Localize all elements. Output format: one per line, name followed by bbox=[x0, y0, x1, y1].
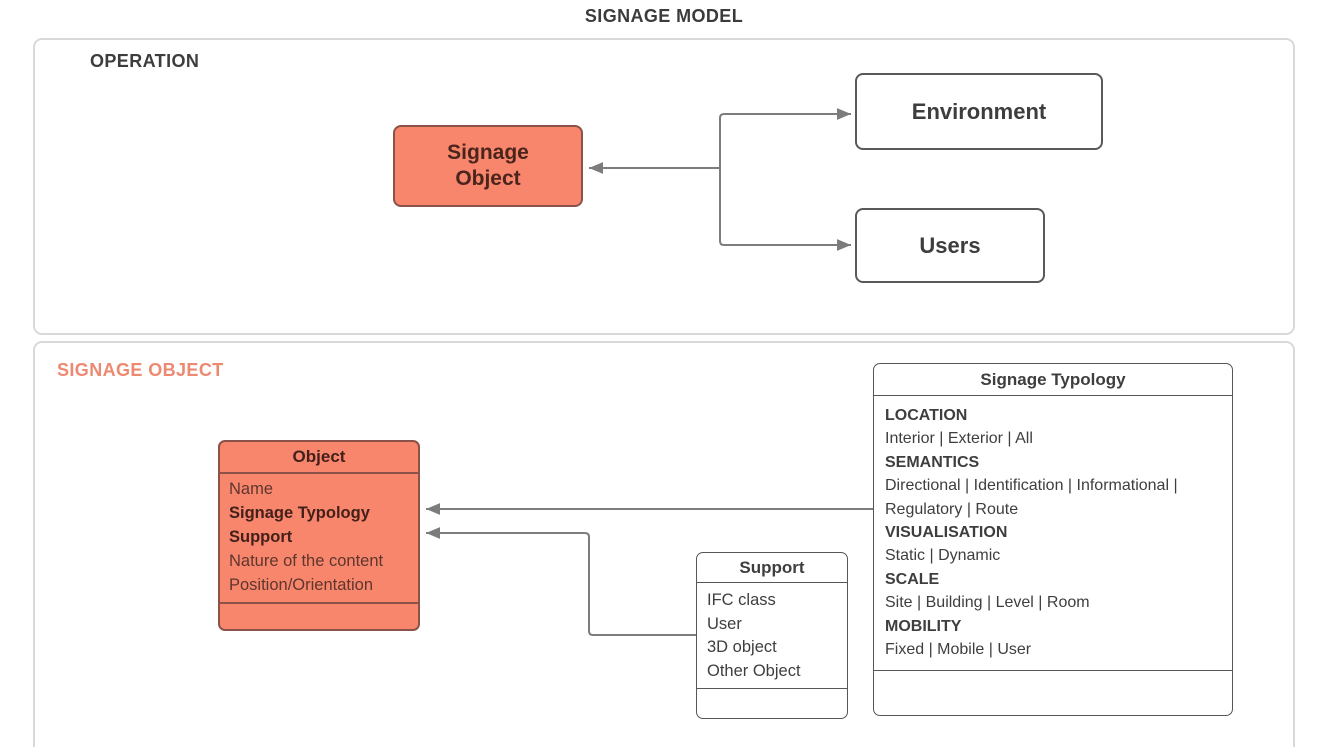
object-class-title: Object bbox=[220, 442, 418, 474]
class-attribute: 3D object bbox=[707, 638, 777, 656]
class-attribute: Site | Building | Level | Room bbox=[885, 594, 1090, 612]
support-class-footer bbox=[697, 688, 847, 718]
class-attribute: SEMANTICS bbox=[885, 453, 980, 471]
class-attribute: Signage Typology bbox=[229, 504, 370, 522]
class-attribute: Fixed | Mobile | User bbox=[885, 641, 1032, 659]
environment-node: Environment bbox=[855, 73, 1103, 150]
signage-object-panel-label: SIGNAGE OBJECT bbox=[57, 360, 224, 380]
operation-panel bbox=[33, 38, 1295, 335]
class-attribute: Directional | Identification | Informati… bbox=[885, 477, 1178, 518]
support-class-attributes: IFC class User 3D object Other Object bbox=[697, 583, 847, 688]
signage-typology-class-box: Signage Typology LOCATION Interior | Ext… bbox=[873, 363, 1233, 717]
class-attribute: SCALE bbox=[885, 570, 940, 588]
diagram-title: SIGNAGE MODEL bbox=[584, 6, 744, 26]
class-attribute: Nature of the content bbox=[229, 552, 384, 570]
class-attribute: Support bbox=[229, 528, 293, 546]
class-attribute: Name bbox=[229, 480, 274, 498]
class-attribute: Position/Orientation bbox=[229, 576, 373, 594]
support-class-title: Support bbox=[697, 553, 847, 583]
environment-node-label: Environment bbox=[911, 98, 1047, 124]
signage-typology-class-attributes: LOCATION Interior | Exterior | All SEMAN… bbox=[874, 396, 1232, 670]
class-attribute: IFC class bbox=[707, 591, 776, 609]
users-node: Users bbox=[855, 208, 1045, 283]
object-class-attributes: Name Signage Typology Support Nature of … bbox=[220, 474, 418, 602]
support-class-box: Support IFC class User 3D object Other O… bbox=[696, 552, 848, 719]
class-attribute: User bbox=[707, 614, 742, 633]
class-attribute: Interior | Exterior | All bbox=[885, 430, 1033, 448]
signage-object-node: Signage Object bbox=[393, 125, 583, 207]
signage-typology-class-title: Signage Typology bbox=[874, 364, 1232, 396]
signage-typology-class-footer bbox=[874, 670, 1232, 715]
operation-panel-label: OPERATION bbox=[90, 51, 200, 71]
class-attribute: Other Object bbox=[707, 661, 801, 680]
object-class-box: Object Name Signage Typology Support Nat… bbox=[218, 440, 420, 631]
object-class-footer bbox=[220, 602, 418, 629]
class-attribute: LOCATION bbox=[885, 407, 968, 424]
class-attribute: VISUALISATION bbox=[885, 524, 1008, 542]
signage-object-node-label: Signage Object bbox=[447, 140, 529, 190]
class-attribute: MOBILITY bbox=[885, 617, 962, 635]
class-attribute: Static | Dynamic bbox=[885, 547, 1001, 565]
users-node-label: Users bbox=[919, 232, 981, 258]
